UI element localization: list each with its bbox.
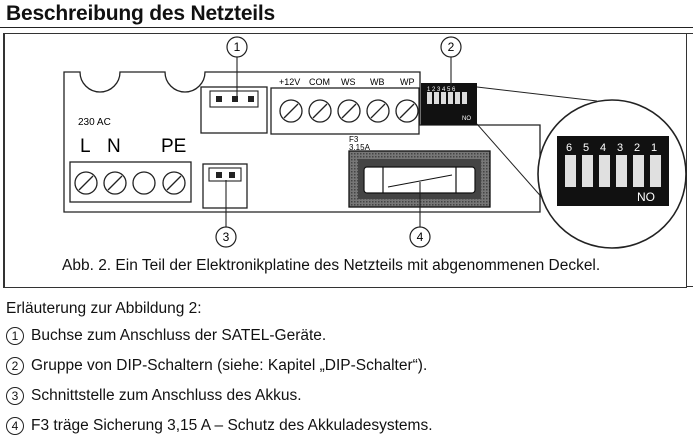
dip-zoom-no-label: NO [637,190,655,204]
dip-zoom-number: 6 [566,142,572,154]
legend-number: 4 [6,417,24,435]
screw-terminal-n [103,171,127,195]
dip-zoom-number: 4 [600,142,606,154]
margin-mark-bottom [687,286,693,287]
callout-4: 4 [409,182,431,248]
legend-item: 1 Buchse zum Anschluss der SATEL-Geräte. [6,326,326,346]
legend-text: Gruppe von DIP-Schaltern (siehe: Kapitel… [31,357,428,374]
screw-terminal-empty [132,171,156,195]
dip-switch-zoom [476,86,687,249]
dip-switch-small [421,83,477,125]
fuse-name-label: F3 [349,135,359,144]
callout-1: 1 [226,36,248,98]
figure-caption: Abb. 2. Ein Teil der Elektronikplatine d… [62,257,601,274]
fuse-rating-label: 3.15A [349,143,371,152]
terminal-label-wp: WP [400,77,415,87]
dip-small-numbers: 1 2 3 4 5 6 [427,87,456,93]
screw-terminal-l [74,171,98,195]
dip-zoom-numbers: 6 5 4 3 2 1 [566,142,657,154]
margin-mark-top [687,33,693,34]
terminal-label-12v: +12V [279,77,300,87]
screw-terminal-pe [162,171,186,195]
ac-label: 230 AC [78,117,111,128]
legend-title: Erläuterung zur Abbildung 2: [6,300,202,317]
page-heading: Beschreibung des Netzteils [6,2,276,25]
legend-number: 3 [6,387,24,405]
dip-zoom-number: 1 [651,142,657,154]
terminal-label-l: L [80,136,91,157]
output-terminal-block [270,87,420,135]
callout-number: 3 [223,230,230,244]
terminal-label-pe: PE [161,136,186,157]
dip-small-no-label: NO [462,116,471,122]
legend-number: 1 [6,327,24,345]
terminal-label-wb: WB [370,77,385,87]
callout-number: 1 [234,40,241,54]
callout-number: 2 [448,40,455,54]
dip-zoom-number: 2 [634,142,640,154]
callout-number: 4 [417,230,424,244]
heading-divider [0,27,693,28]
fuse-holder [348,150,491,208]
legend-text: Schnittstelle zum Anschluss des Akkus. [31,387,302,404]
battery-connector [202,163,248,209]
legend-text: Buchse zum Anschluss der SATEL-Geräte. [31,327,327,344]
terminal-label-com: COM [309,77,330,87]
terminal-label-n: N [107,136,121,157]
legend-item: 4 F3 träge Sicherung 3,15 A – Schutz des… [6,416,433,436]
legend-item: 3 Schnittstelle zum Anschluss des Akkus. [6,386,302,406]
terminal-label-ws: WS [341,77,356,87]
callout-2: 2 [440,36,462,92]
figure-frame [3,33,687,288]
satel-socket [200,86,268,134]
legend-item: 2 Gruppe von DIP-Schaltern (siehe: Kapit… [6,356,427,376]
legend-text: F3 träge Sicherung 3,15 A – Schutz des A… [31,417,433,434]
callout-3: 3 [215,180,237,248]
circuit-board-diagram: 230 AC L N PE +12V COM WS WB WP [63,36,687,249]
dip-zoom-number: 5 [583,142,589,154]
ac-terminal-block [69,161,192,203]
legend-number: 2 [6,357,24,375]
dip-zoom-number: 3 [617,142,623,154]
